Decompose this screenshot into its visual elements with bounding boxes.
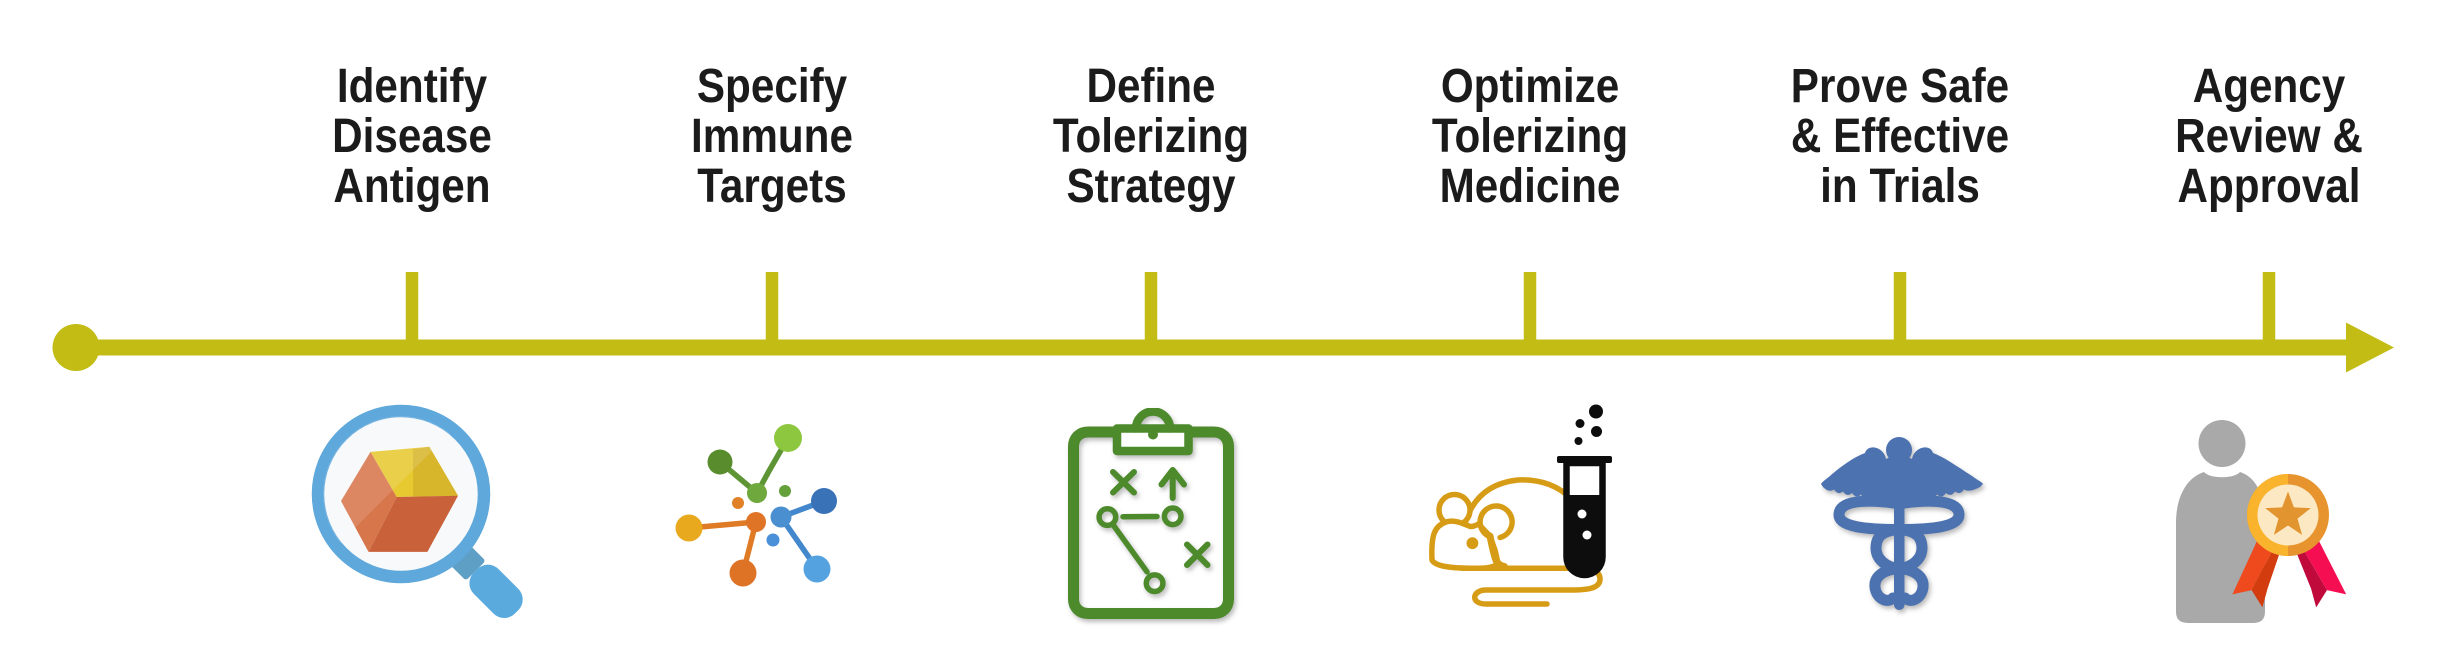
timeline-line: [76, 339, 2348, 356]
medal-star: [2265, 491, 2311, 535]
label-line: Define: [1086, 60, 1216, 113]
timeline-tick: [1893, 272, 1907, 348]
timeline-arrowhead-icon: [2346, 322, 2394, 373]
magnifier-handle-connector: [451, 546, 485, 580]
label-line: Tolerizing: [1052, 110, 1250, 163]
stage-label-define-tolerizing-strategy: Define Tolerizing Strategy: [975, 62, 1327, 212]
label-line: Agency: [2192, 60, 2346, 113]
label-line: Strategy: [1066, 160, 1236, 213]
label-line: Disease: [332, 110, 492, 163]
caduceus-staff-wings: [1821, 437, 1983, 610]
magnifier-handle: [469, 564, 523, 619]
mouse-outline: [1429, 477, 1603, 607]
timeline-ticks: [405, 272, 2276, 348]
label-line: & Effective: [1790, 110, 2010, 163]
timeline-tick: [1523, 272, 1537, 348]
stage-label-optimize-tolerizing-medicine: Optimize Tolerizing Medicine: [1354, 62, 1706, 212]
label-line: Prove Safe: [1790, 60, 2010, 113]
label-line: Identify: [336, 60, 488, 113]
label-line: Tolerizing: [1431, 110, 1629, 163]
label-line: Antigen: [333, 160, 491, 213]
award-ribbons: [2232, 541, 2347, 608]
timeline-tick: [2262, 272, 2276, 348]
label-line: Approval: [2177, 160, 2361, 213]
stage-label-identify-disease-antigen: Identify Disease Antigen: [236, 62, 588, 212]
stage-label-agency-review-approval: Agency Review & Approval: [2093, 62, 2438, 212]
person-award-icon: [2176, 420, 2347, 623]
timeline-tick: [765, 272, 779, 348]
caduceus-snakes: [1833, 495, 1965, 606]
label-line: Optimize: [1440, 60, 1620, 113]
label-line: Targets: [697, 160, 847, 213]
molecular-network-icon: [675, 424, 837, 587]
label-line: Specify: [696, 60, 848, 113]
strategy-clipboard-icon: [1068, 408, 1234, 619]
award-medal: [2247, 474, 2329, 556]
lab-mouse-testtube-icon: [1429, 404, 1612, 607]
magnifier-cube-icon: [311, 404, 523, 619]
stage-label-specify-immune-targets: Specify Immune Targets: [596, 62, 948, 212]
stage-label-prove-safe-effective: Prove Safe & Effective in Trials: [1724, 62, 2076, 212]
network-nodes-links: [675, 424, 837, 587]
testtube: [1557, 404, 1612, 579]
caduceus-icon: [1821, 437, 1983, 610]
label-line: Review &: [2175, 110, 2363, 163]
label-line: in Trials: [1820, 160, 1980, 213]
timeline-tick: [405, 272, 419, 348]
cube-in-lens: [323, 416, 479, 572]
timeline-tick: [1144, 272, 1158, 348]
label-line: Medicine: [1439, 160, 1621, 213]
clipboard-drawing: [1068, 408, 1234, 619]
label-line: Immune: [691, 110, 853, 163]
